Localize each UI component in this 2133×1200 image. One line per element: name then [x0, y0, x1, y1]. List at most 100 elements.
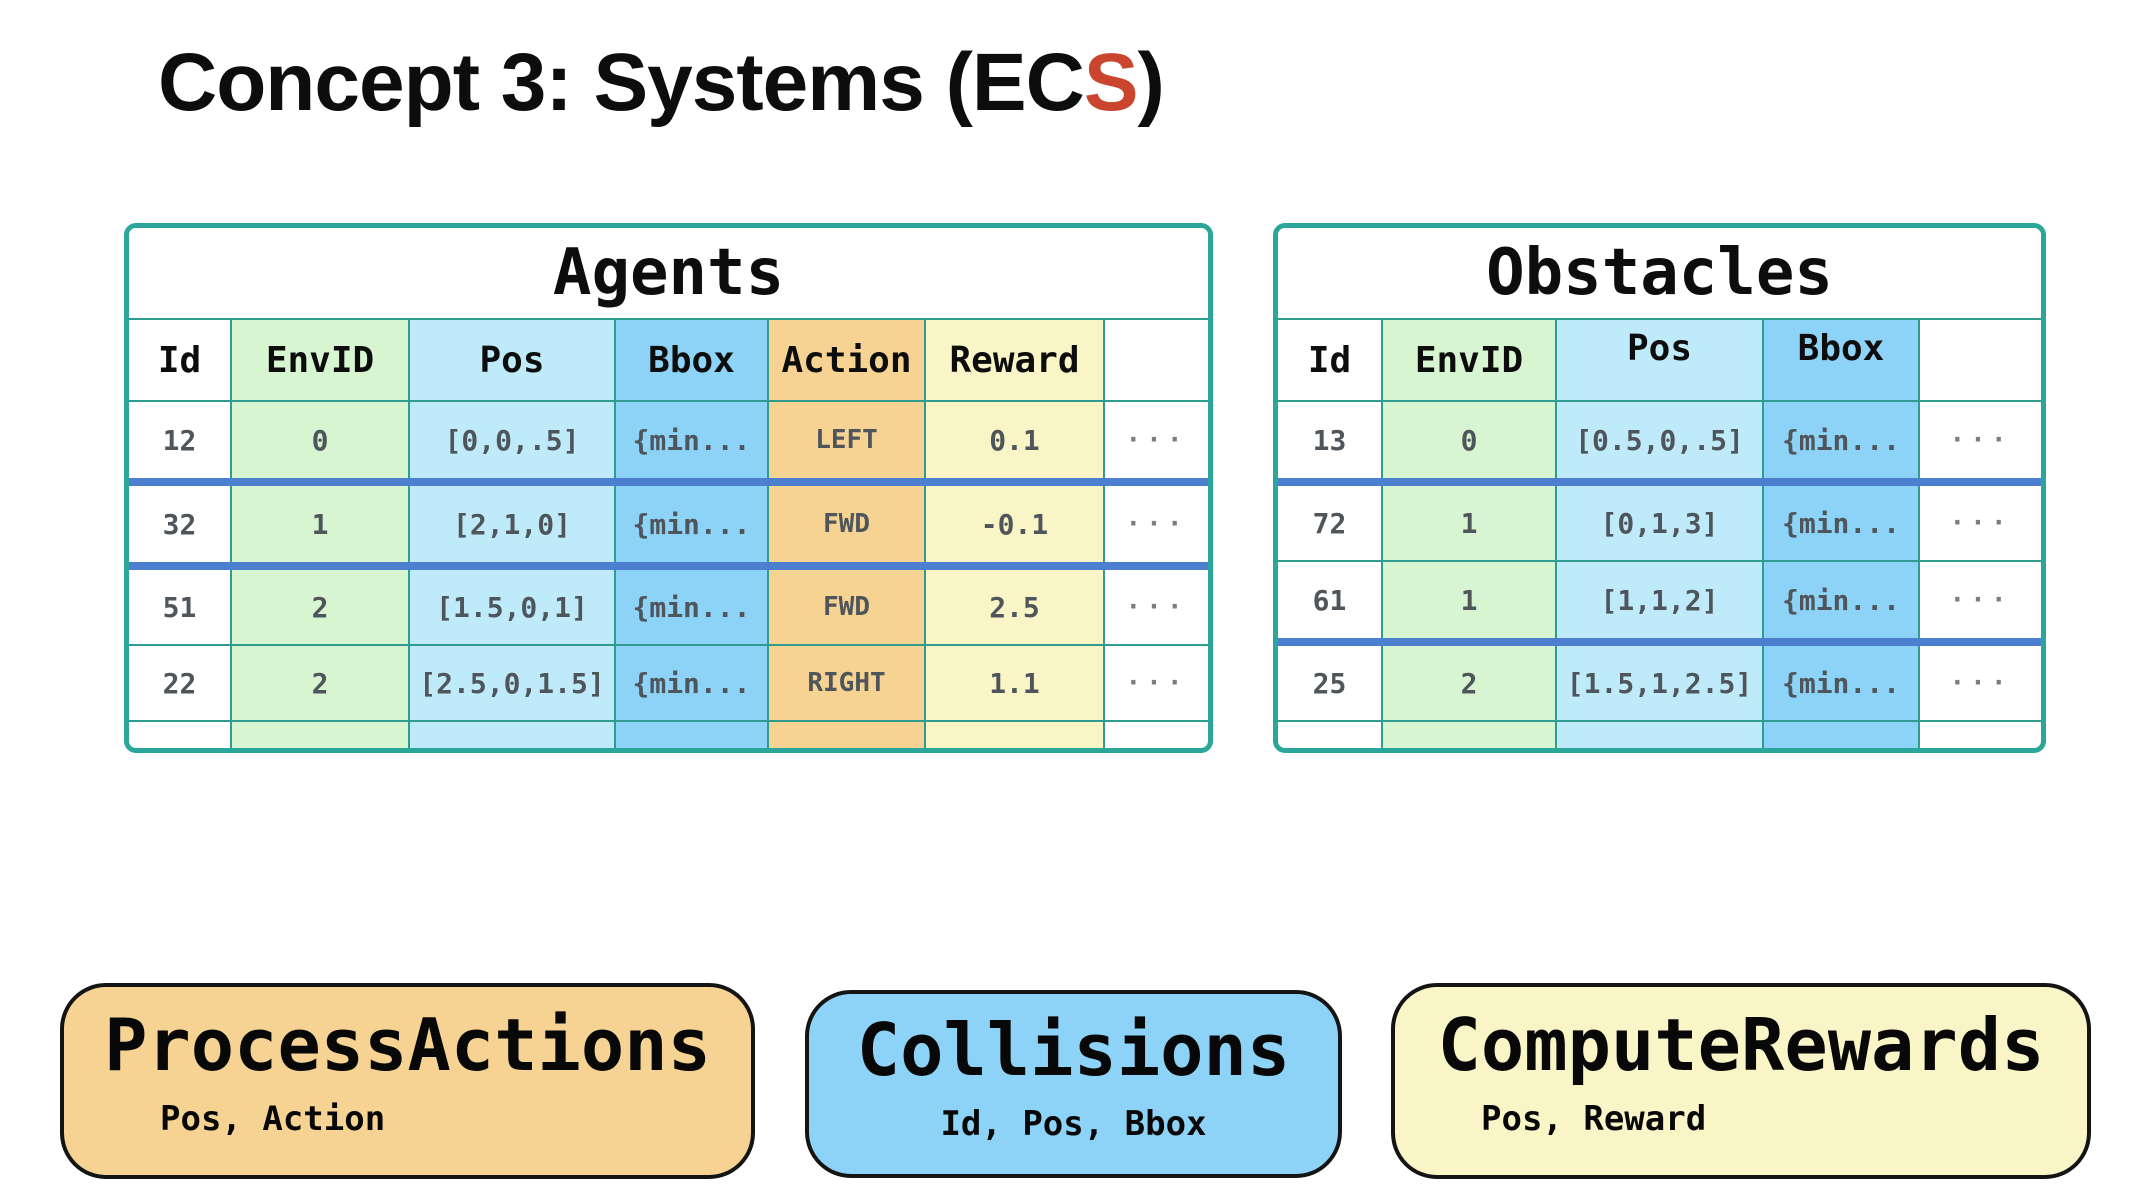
table-cell: {min...: [616, 486, 769, 562]
table-cell: 1: [232, 486, 410, 562]
table-cell: ···: [1949, 508, 2012, 538]
table-cell: 1: [1383, 562, 1557, 638]
column-header-envid: EnvID: [1383, 320, 1557, 400]
row-divider: [1278, 478, 2041, 486]
table-cell: FWD: [769, 570, 926, 644]
table-row: 12 0 [0,0,.5] {min... LEFT 0.1 ···: [129, 402, 1208, 478]
row-divider: [1278, 638, 2041, 646]
column-header-bbox-label: Bbox: [1797, 327, 1885, 369]
table-cell: [1.5,0,1]: [410, 570, 616, 644]
table-cell: 32: [129, 486, 232, 562]
agents-table-title: Agents: [129, 228, 1208, 320]
column-header-bbox: Bbox: [616, 320, 769, 400]
table-cell: ···: [1125, 425, 1188, 455]
table-cell: [0.5,0,.5]: [1557, 402, 1764, 478]
page-title-prefix: Concept 3: Systems (EC: [158, 37, 1085, 128]
table-cell: 25: [1278, 646, 1383, 720]
column-header-action: Action: [769, 320, 926, 400]
table-row: 22 2 [2.5,0,1.5] {min... RIGHT 1.1 ···: [129, 646, 1208, 722]
table-cell: 22: [129, 646, 232, 720]
table-cell: {min...: [1764, 562, 1920, 638]
table-cell: 0: [232, 402, 410, 478]
agents-header-row: Id EnvID Pos Bbox Action Reward: [129, 320, 1208, 402]
table-cell: 0.1: [926, 402, 1105, 478]
table-cell: {min...: [616, 646, 769, 720]
table-cell: ···: [1125, 509, 1188, 539]
system-components: Pos, Action: [160, 1099, 386, 1139]
table-cell: 2.5: [926, 570, 1105, 644]
table-cell: {min...: [1764, 486, 1920, 560]
column-header-more: [1105, 320, 1208, 400]
system-name: ProcessActions: [104, 1003, 711, 1087]
table-cell: {min...: [616, 402, 769, 478]
table-cell: [1557, 722, 1764, 748]
system-box-processactions: ProcessActions Pos, Action: [60, 983, 755, 1179]
table-cell: [1278, 722, 1383, 748]
table-cell: ···: [1125, 668, 1188, 698]
table-cell: 1: [1383, 486, 1557, 560]
table-cell: [616, 722, 769, 748]
table-cell: 72: [1278, 486, 1383, 560]
table-cell: [769, 722, 926, 748]
table-cell: [1383, 722, 1557, 748]
table-cell: 13: [1278, 402, 1383, 478]
table-cell: 2: [232, 646, 410, 720]
table-cell: 12: [129, 402, 232, 478]
table-cell: [0,0,.5]: [410, 402, 616, 478]
table-cell: [1105, 722, 1208, 748]
table-cell: 1.1: [926, 646, 1105, 720]
table-cell: 2: [232, 570, 410, 644]
column-header-pos: Pos: [1557, 320, 1764, 400]
column-header-id: Id: [129, 320, 232, 400]
obstacles-table-title: Obstacles: [1278, 228, 2041, 320]
table-cell: 61: [1278, 562, 1383, 638]
table-cell: [1,1,2]: [1557, 562, 1764, 638]
system-components: Pos, Reward: [1481, 1099, 1707, 1139]
table-row: 61 1 [1,1,2] {min... ···: [1278, 562, 2041, 638]
row-divider: [129, 562, 1208, 570]
column-header-pos: Pos: [410, 320, 616, 400]
table-cell: [1.5,1,2.5]: [1557, 646, 1764, 720]
table-cell: {min...: [616, 570, 769, 644]
table-cell: ···: [1125, 592, 1188, 622]
table-cell: 2: [1383, 646, 1557, 720]
table-row: 13 0 [0.5,0,.5] {min... ···: [1278, 402, 2041, 478]
table-cell: ···: [1949, 425, 2012, 455]
table-row: 51 2 [1.5,0,1] {min... FWD 2.5 ···: [129, 570, 1208, 646]
table-cell: 51: [129, 570, 232, 644]
system-box-collisions: Collisions Id, Pos, Bbox: [805, 990, 1342, 1178]
page-title-suffix: ): [1137, 37, 1165, 128]
table-cell: ···: [1949, 668, 2012, 698]
table-cell: 0: [1383, 402, 1557, 478]
table-cell: [1764, 722, 1920, 748]
row-divider: [129, 478, 1208, 486]
table-row: 25 2 [1.5,1,2.5] {min... ···: [1278, 646, 2041, 722]
table-cell: [2,1,0]: [410, 486, 616, 562]
system-name: ComputeRewards: [1437, 1003, 2045, 1087]
obstacles-table: Obstacles Id EnvID Pos Bbox 13 0 [0.5,0,…: [1273, 223, 2046, 753]
page-title-highlight: S: [1083, 37, 1139, 128]
table-row-empty: [1278, 722, 2041, 748]
column-header-pos-label: Pos: [1626, 327, 1693, 369]
column-header-envid: EnvID: [232, 320, 410, 400]
table-cell: ···: [1949, 585, 2012, 615]
table-row: 32 1 [2,1,0] {min... FWD -0.1 ···: [129, 486, 1208, 562]
table-cell: {min...: [1764, 402, 1920, 478]
table-row-empty: [129, 722, 1208, 748]
table-cell: FWD: [769, 486, 926, 562]
table-cell: [2.5,0,1.5]: [410, 646, 616, 720]
table-cell: [129, 722, 232, 748]
table-cell: [0,1,3]: [1557, 486, 1764, 560]
table-cell: [232, 722, 410, 748]
table-row: 72 1 [0,1,3] {min... ···: [1278, 486, 2041, 562]
table-cell: -0.1: [926, 486, 1105, 562]
table-cell: [926, 722, 1105, 748]
table-cell: {min...: [1764, 646, 1920, 720]
column-header-more: [1920, 320, 2041, 400]
column-header-reward: Reward: [926, 320, 1105, 400]
column-header-bbox: Bbox: [1764, 320, 1920, 400]
system-box-computerewards: ComputeRewards Pos, Reward: [1391, 983, 2091, 1179]
table-cell: [410, 722, 616, 748]
table-cell: [1920, 722, 2041, 748]
